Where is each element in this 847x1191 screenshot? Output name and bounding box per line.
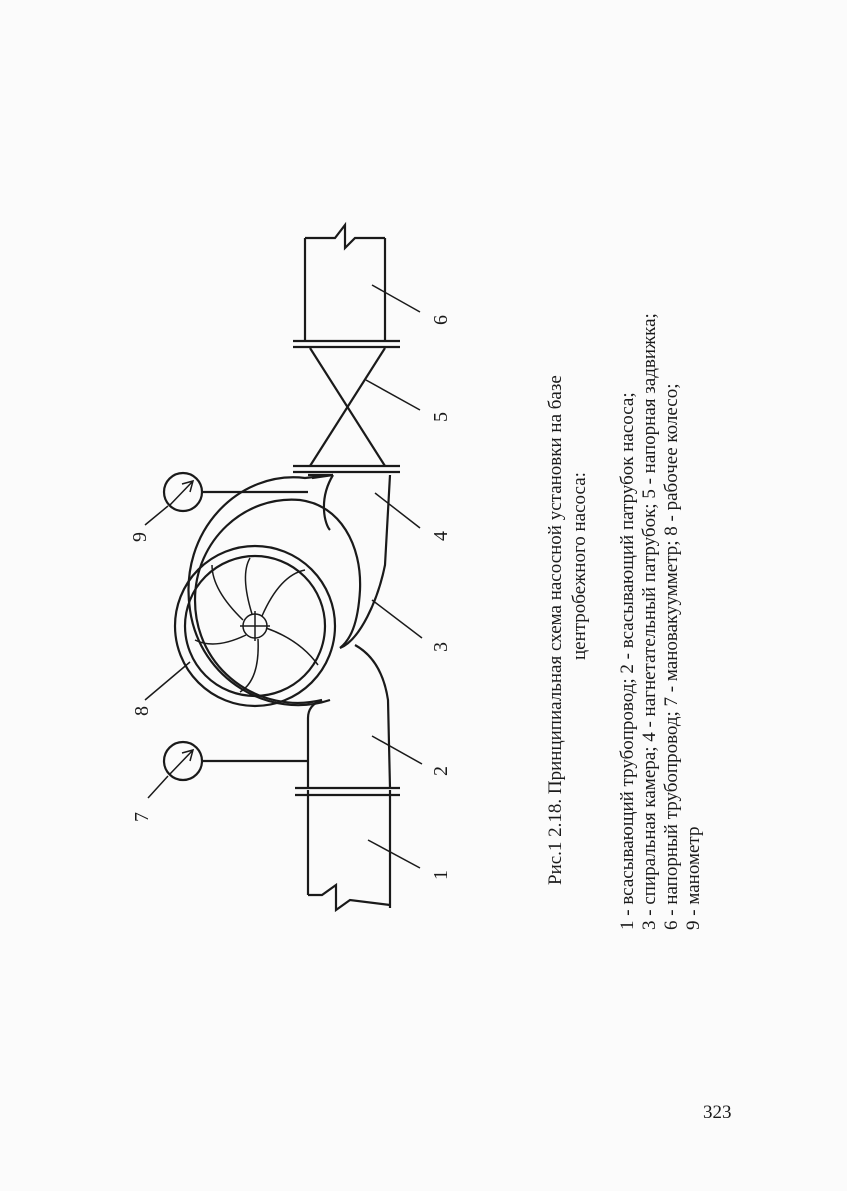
label-8: 8 xyxy=(131,706,153,716)
label-7: 7 xyxy=(131,812,153,822)
label-3: 3 xyxy=(430,642,452,652)
discharge-flange xyxy=(293,339,400,349)
legend-line-1: 1 - всасывающий трубопровод; 2 - всасыва… xyxy=(617,392,638,930)
discharge-nozzle xyxy=(293,464,400,477)
discharge-pipe xyxy=(303,221,387,341)
label-1: 1 xyxy=(430,870,452,880)
label-6: 6 xyxy=(430,315,452,325)
label-2: 2 xyxy=(430,766,452,776)
part-labels: 1 2 3 4 5 6 7 8 9 xyxy=(129,315,452,880)
legend-line-4: 9 - манометр xyxy=(683,826,704,930)
caption-title-line2: центробежного насоса: xyxy=(569,472,590,660)
label-4: 4 xyxy=(430,531,452,541)
vacuum-gauge xyxy=(162,740,308,782)
gate-valve xyxy=(309,347,386,467)
suction-flange xyxy=(295,786,400,797)
caption-title-line1: Рис.1 2.18. Принципиальная схема насосно… xyxy=(545,375,566,885)
label-9: 9 xyxy=(129,532,151,542)
label-5: 5 xyxy=(430,412,452,422)
leader-lines xyxy=(144,284,423,869)
legend-line-2: 3 - спиральная камера; 4 - нагнетательны… xyxy=(639,313,660,930)
legend-line-3: 6 - напорный трубопровод; 7 - мановакуум… xyxy=(661,383,682,930)
impeller xyxy=(173,544,337,708)
suction-pipe xyxy=(306,790,392,913)
suction-nozzle xyxy=(306,644,392,789)
pressure-gauge xyxy=(162,471,308,513)
page-number: 323 xyxy=(703,1102,732,1123)
